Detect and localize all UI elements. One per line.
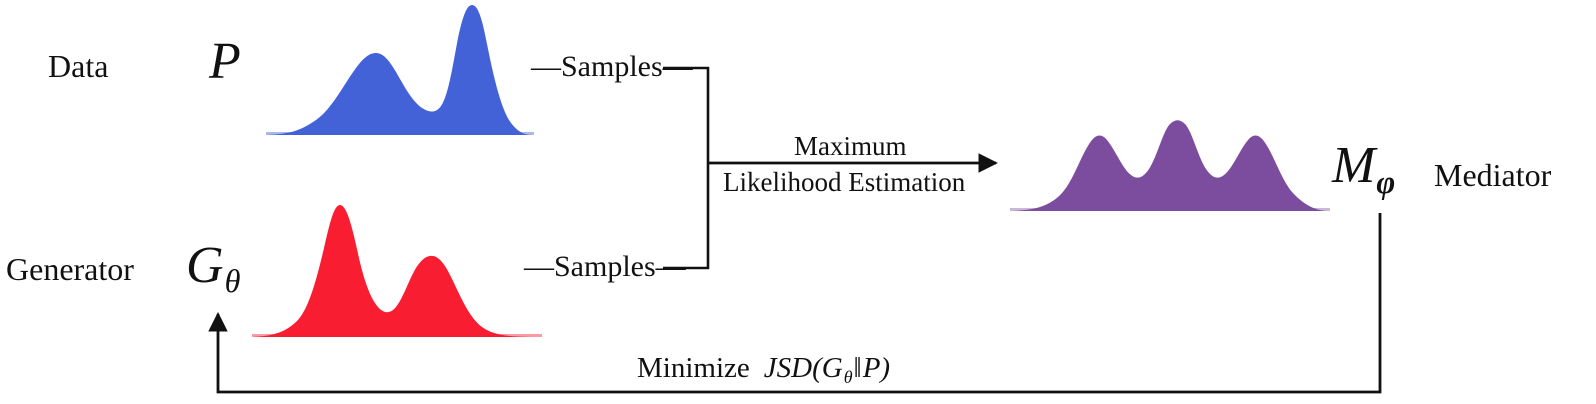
mediator-symbol-phi: φ — [1376, 163, 1396, 200]
mediator-label: Mediator — [1434, 157, 1552, 193]
data-symbol-label: P — [209, 33, 241, 90]
generator-label: Generator — [6, 251, 134, 287]
feedback-arrow-path — [208, 213, 1382, 394]
mle-label-line1: Maximum — [794, 131, 907, 161]
generator-symbol-label: Gθ — [186, 240, 240, 298]
jsd-bars: ‖ — [853, 352, 862, 384]
minimize-jsd-label: Minimize JSD(Gθ‖P) — [637, 354, 890, 386]
mediator-distribution-baseline — [1010, 208, 1330, 211]
jsd-g-theta: θ — [843, 366, 853, 387]
mle-label-line2: Likelihood Estimation — [723, 167, 966, 197]
mediator-symbol-m: M — [1332, 137, 1376, 194]
jsd-close: ) — [880, 352, 891, 384]
minimize-word: Minimize — [637, 352, 750, 384]
generator-symbol-g: G — [186, 237, 224, 294]
generator-symbol-theta: θ — [224, 263, 241, 300]
samples-top-label: —Samples— — [531, 50, 693, 83]
jsd-open: JSD( — [763, 352, 822, 384]
data-distribution-baseline — [266, 132, 534, 135]
jsd-p: P — [862, 352, 881, 384]
generator-distribution-shape — [252, 205, 540, 337]
mediator-distribution-shape — [1012, 120, 1326, 211]
samples-bottom-label: —Samples— — [524, 250, 686, 283]
jsd-g: G — [821, 352, 843, 384]
data-label: Data — [48, 48, 109, 84]
mediator-symbol-label: Mφ — [1332, 137, 1396, 200]
generator-distribution-baseline — [252, 334, 542, 337]
data-distribution-shape — [266, 5, 532, 135]
